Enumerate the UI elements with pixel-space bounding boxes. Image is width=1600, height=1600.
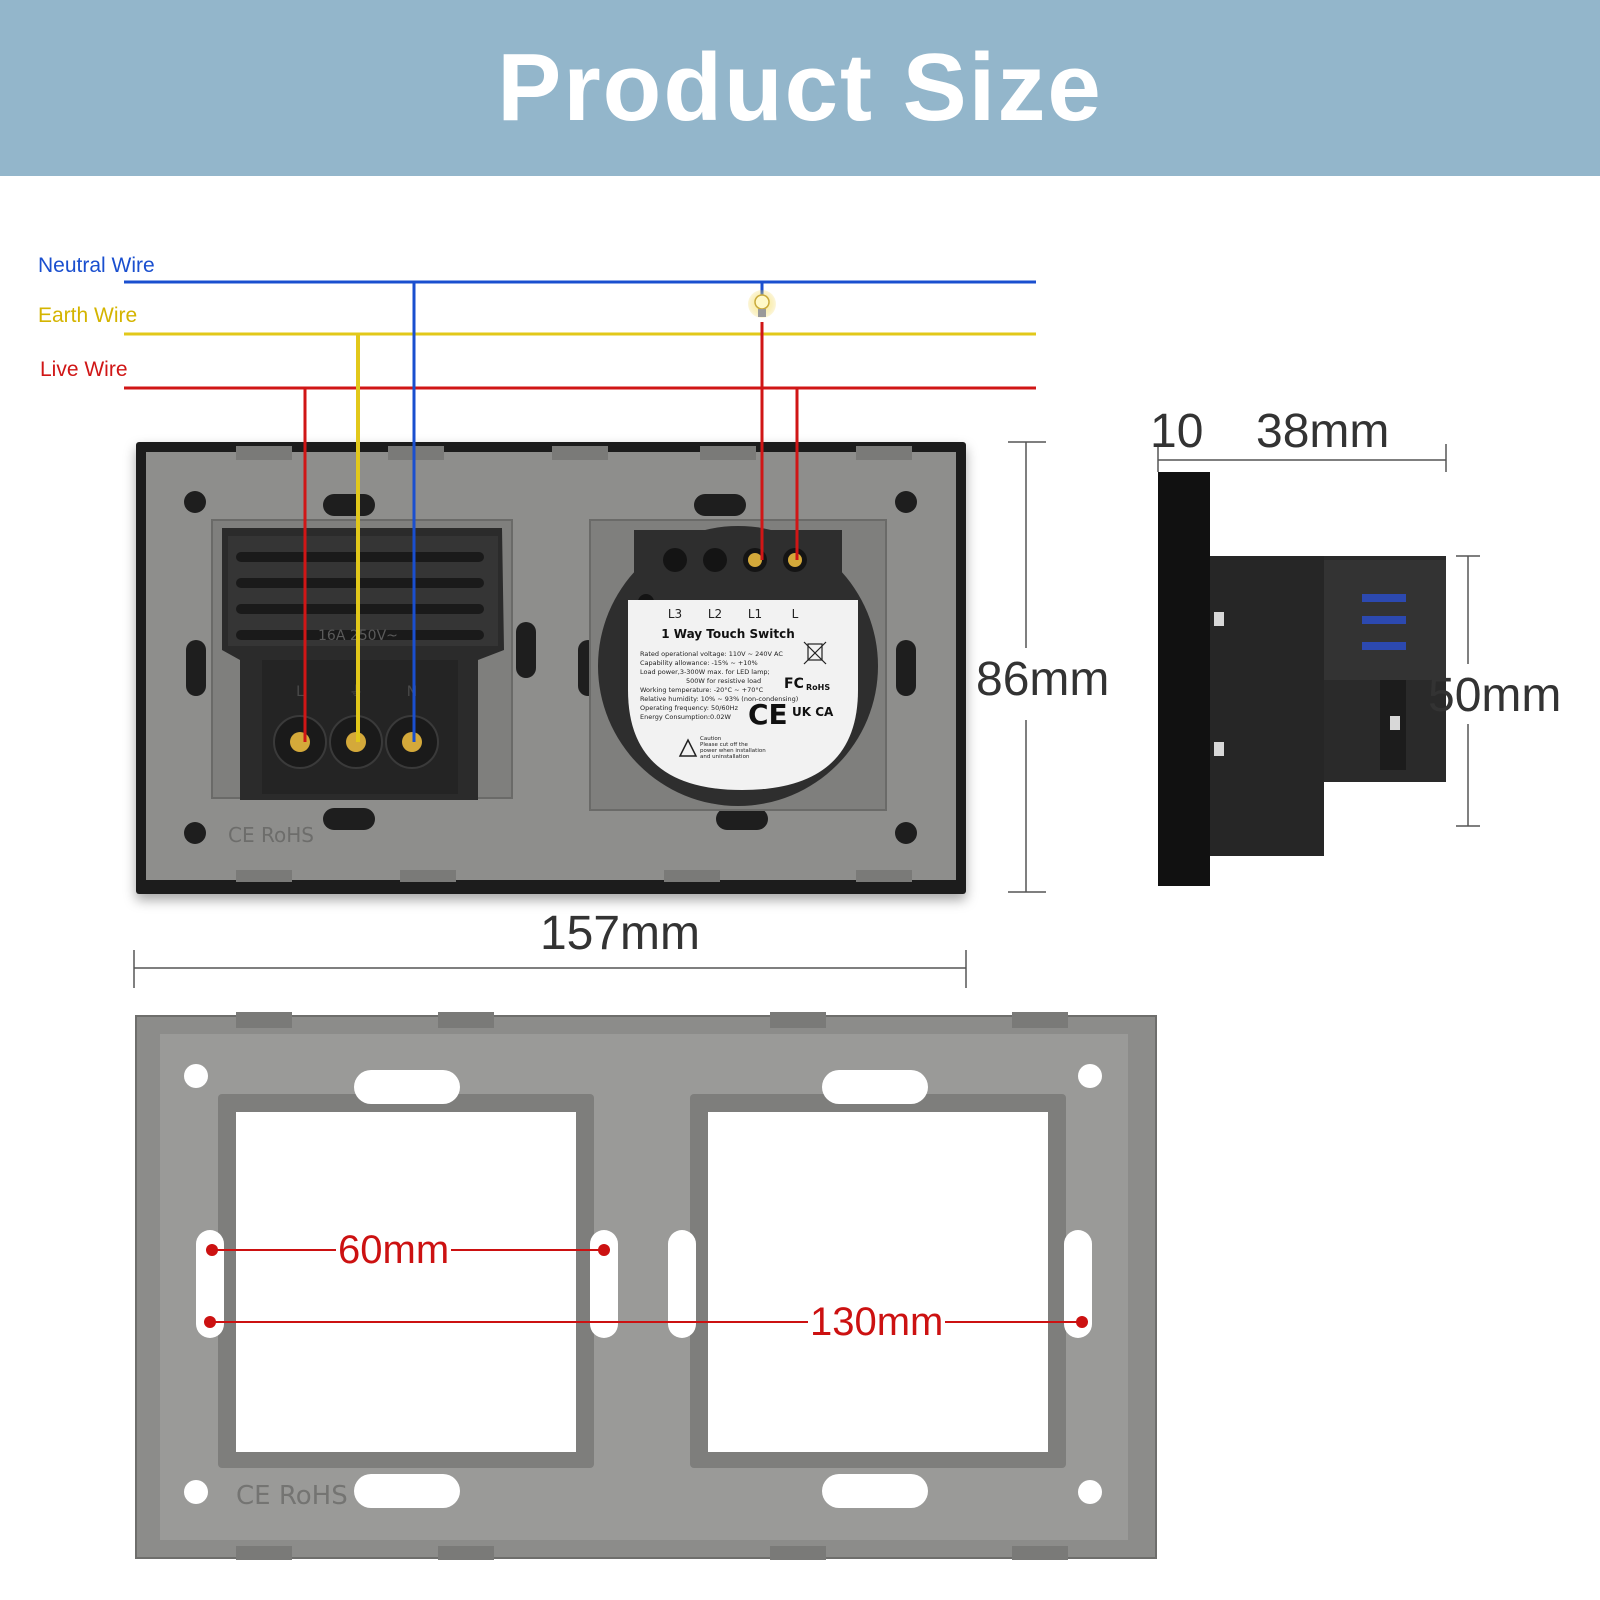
caution-line: Please cut off the	[700, 742, 749, 748]
switch-name: 1 Way Touch Switch	[661, 627, 795, 641]
caution-line: Caution	[700, 736, 722, 742]
spec-line: Rated operational voltage: 110V ~ 240V A…	[640, 650, 783, 658]
socket-terminal-neutral	[402, 732, 422, 752]
spec-line: Working temperature: -20°C ~ +70°C	[640, 686, 764, 694]
frame-opening-left	[236, 1112, 576, 1452]
height-dimension-label: 86mm	[976, 653, 1110, 706]
socket-label-l: L	[296, 684, 304, 700]
body-height-label: 50mm	[1428, 669, 1562, 722]
page-title: Product Size	[497, 34, 1103, 141]
rohs-mark: RoHS	[806, 683, 830, 692]
depth-dimension-line	[1157, 444, 1447, 472]
plate-depth-label: 10	[1150, 405, 1204, 458]
fc-mark: FC	[784, 676, 804, 692]
mount-hole	[184, 491, 206, 513]
light-bulb-icon	[748, 290, 776, 318]
socket-terminal-live	[290, 732, 310, 752]
frame-opening-right	[708, 1112, 1048, 1452]
spec-line: Energy Consumption:0.02W	[640, 713, 732, 721]
spec-line: Load power,3-300W max. for LED lamp;	[640, 668, 770, 676]
hole-spacing-small-label: 60mm	[336, 1228, 452, 1273]
caution-line: and uninstallation	[700, 754, 750, 760]
height-dimension-line	[1008, 441, 1046, 893]
spec-line: Operating frequency: 50/60Hz	[640, 704, 739, 712]
mounting-frame: CE RoHS	[135, 1012, 1157, 1560]
hole-spacing-large-label: 130mm	[808, 1300, 946, 1345]
body-height-dimension-line	[1456, 555, 1480, 827]
width-dimension-line	[133, 950, 967, 988]
switch-module: L3 L2 L1 L 1 Way Touch Switch Rated oper…	[598, 526, 878, 806]
spec-line: Capability allowance: -15% ~ +10%	[640, 659, 758, 667]
live-wire-label: Live Wire	[40, 358, 128, 381]
ukca-mark: UK CA	[792, 705, 834, 719]
switch-terminal-l2: L2	[708, 607, 722, 621]
width-dimension-label: 157mm	[539, 907, 701, 960]
spec-line: 500W for resistive load	[686, 677, 761, 685]
switch-terminal-l: L	[792, 607, 799, 621]
warning-icon	[678, 738, 698, 757]
mount-hole	[895, 491, 917, 513]
cert-marking: CE RoHS	[228, 823, 314, 847]
ce-mark: CE	[748, 698, 788, 731]
earth-wire-label: Earth Wire	[38, 304, 138, 327]
frame-cert-marking: CE RoHS	[236, 1481, 348, 1511]
socket-module: 16A 250V~ L ⏚ N	[222, 528, 504, 800]
socket-label-n: N	[407, 684, 417, 700]
caution-line: power when installation	[700, 748, 766, 754]
side-view	[1158, 472, 1446, 886]
header-banner: Product Size	[0, 0, 1600, 176]
mount-hole	[184, 822, 206, 844]
switch-terminal-l3: L3	[668, 607, 682, 621]
spec-line: Relative humidity: 10% ~ 93% (non-conden…	[640, 695, 798, 703]
mount-hole	[895, 822, 917, 844]
wiring	[124, 280, 1036, 742]
body-depth-label: 38mm	[1256, 405, 1390, 458]
neutral-wire-label: Neutral Wire	[38, 254, 155, 277]
switch-terminal-l1: L1	[748, 607, 762, 621]
weee-bin-icon	[803, 641, 827, 665]
